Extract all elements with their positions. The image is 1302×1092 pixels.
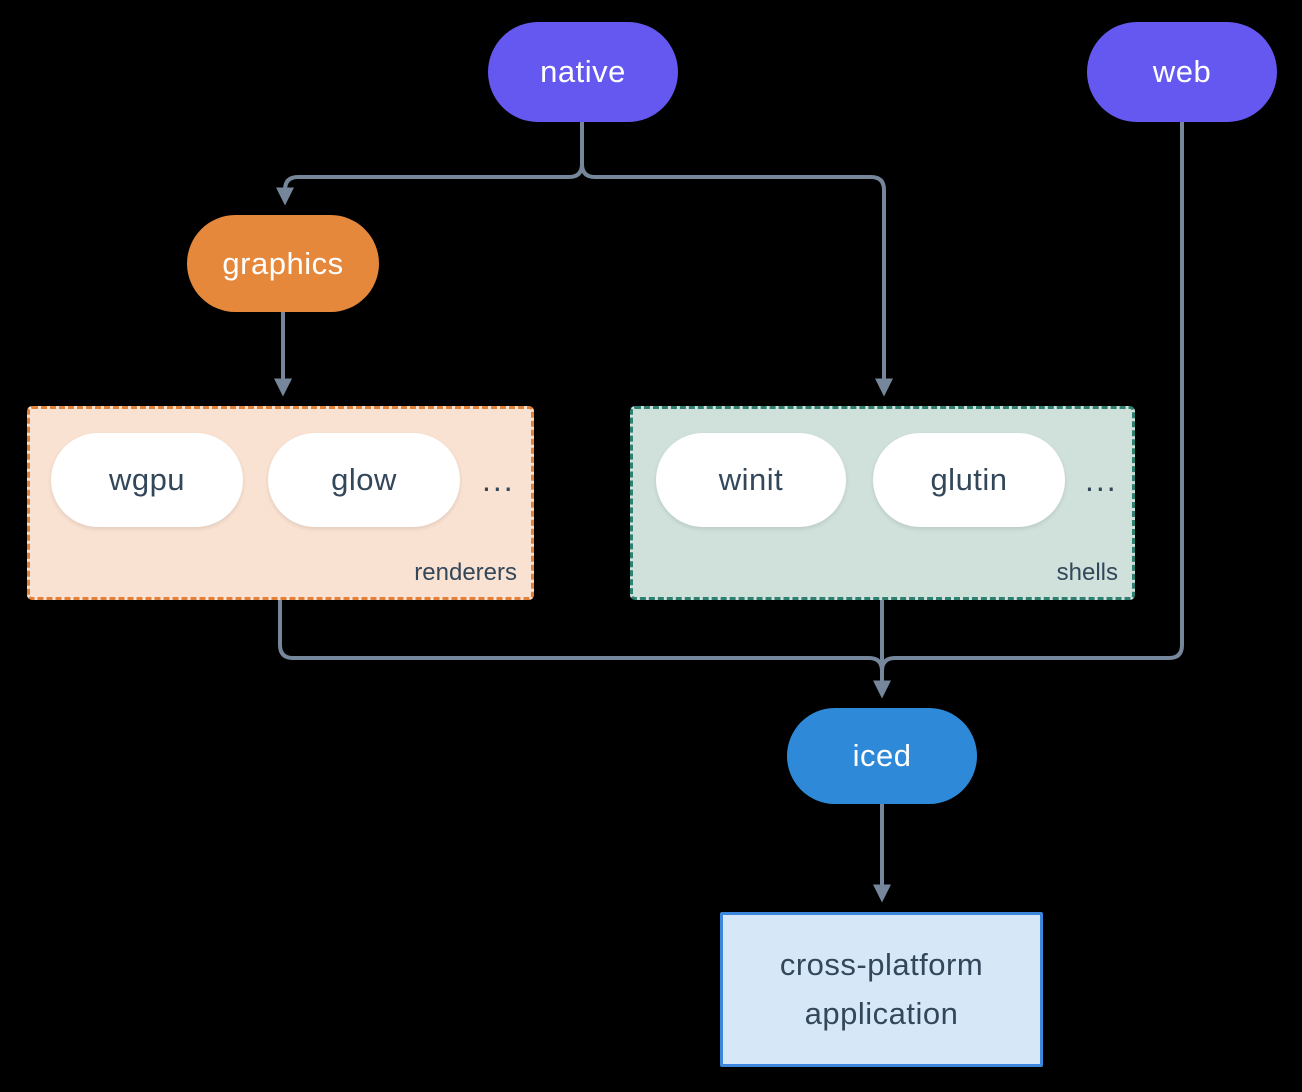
group-shells: winit glutin ... shells [630,406,1135,600]
node-winit-label: winit [718,462,784,497]
node-wgpu-label: wgpu [108,462,186,497]
shells-group-label: shells [1056,559,1118,586]
app-label-line2: application [804,995,959,1031]
node-glow-label: glow [331,462,397,497]
node-glutin: glutin [873,433,1065,527]
renderers-group-label: renderers [414,559,517,586]
node-web: web [1087,22,1277,122]
node-graphics: graphics [187,215,379,312]
edge-native-to-shells [580,122,893,397]
node-web-label: web [1152,54,1212,89]
node-cross-platform-application: cross-platform application [720,912,1043,1067]
app-label-line1: cross-platform [779,947,984,983]
edge-native-to-graphics [276,122,584,206]
node-iced-label: iced [852,738,912,773]
node-graphics-label: graphics [222,245,344,281]
edge-renderers-to-merge [278,600,884,672]
node-wgpu: wgpu [51,433,243,527]
node-glow: glow [268,433,460,527]
node-iced: iced [787,708,977,804]
renderers-ellipsis: ... [482,461,515,498]
node-native-label: native [540,54,626,89]
shells-ellipsis: ... [1085,461,1118,498]
node-winit: winit [656,433,846,527]
node-glutin-label: glutin [930,462,1008,497]
group-renderers: wgpu glow ... renderers [27,406,534,600]
node-native: native [488,22,678,122]
